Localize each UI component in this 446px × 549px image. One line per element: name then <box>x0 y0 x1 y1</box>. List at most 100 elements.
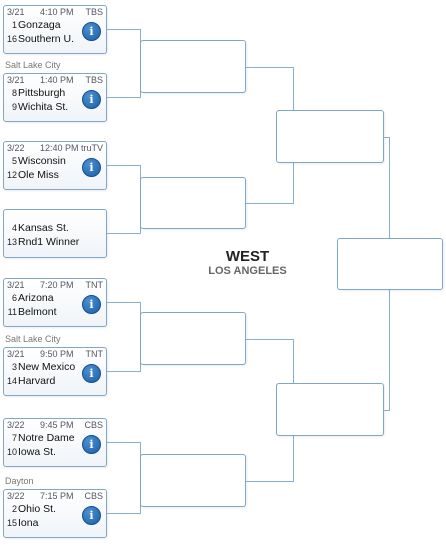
game-time: 12:40 PM <box>40 143 79 153</box>
round2-slot[interactable] <box>140 312 246 365</box>
game-date: 3/22 <box>7 420 25 430</box>
info-icon[interactable]: i <box>82 90 101 109</box>
team-name: Gonzaga <box>18 19 61 31</box>
team-name: Wisconsin <box>18 155 66 167</box>
bracket-line <box>107 371 140 372</box>
game-network: truTV <box>80 143 103 153</box>
team-seed: 5 <box>11 156 17 166</box>
team-top[interactable]: 6Arizona <box>6 291 54 305</box>
region-name: WEST <box>225 248 270 265</box>
game-box[interactable]: 3/21 7:20 PM TNT 6Arizona 11Belmont i <box>3 278 107 327</box>
team-seed: 13 <box>6 237 17 247</box>
round3-slot[interactable] <box>276 110 384 163</box>
team-top[interactable]: 5Wisconsin <box>6 154 66 168</box>
team-bottom[interactable]: 13Rnd1 Winner <box>6 235 79 249</box>
game-date: 3/22 <box>7 491 25 501</box>
venue-label: Salt Lake City <box>5 60 61 70</box>
team-bottom[interactable]: 15Iona <box>6 516 38 530</box>
round2-slot[interactable] <box>140 177 246 229</box>
info-icon[interactable]: i <box>82 158 101 177</box>
team-top[interactable]: 8Pittsburgh <box>6 86 65 100</box>
round2-slot[interactable] <box>140 40 246 93</box>
info-icon[interactable]: i <box>82 435 101 454</box>
bracket-line <box>246 339 293 340</box>
game-date: 3/21 <box>7 7 25 17</box>
bracket-line <box>107 513 140 514</box>
info-icon[interactable]: i <box>82 364 101 383</box>
game-time: 7:15 PM <box>40 491 74 501</box>
game-date: 3/21 <box>7 280 25 290</box>
team-top[interactable]: 2Ohio St. <box>6 502 56 516</box>
region-site: LOS ANGELES <box>208 265 287 277</box>
team-top[interactable]: 1Gonzaga <box>6 18 61 32</box>
team-name: Wichita St. <box>18 101 69 113</box>
team-bottom[interactable]: 11Belmont <box>6 305 57 319</box>
venue-label: Dayton <box>5 476 34 486</box>
game-network: CBS <box>84 420 103 430</box>
game-network: TNT <box>85 349 104 359</box>
team-top[interactable]: 7Notre Dame <box>6 431 75 445</box>
team-name: Arizona <box>18 292 54 304</box>
team-seed: 9 <box>11 102 17 112</box>
game-box[interactable]: 3/21 1:40 PM TBS 8Pittsburgh 9Wichita St… <box>3 73 107 122</box>
team-seed: 2 <box>11 504 17 514</box>
game-time: 1:40 PM <box>40 75 74 85</box>
team-seed: 8 <box>11 88 17 98</box>
venue-label: Salt Lake City <box>5 334 61 344</box>
team-seed: 6 <box>11 293 17 303</box>
game-date: 3/21 <box>7 349 25 359</box>
game-box[interactable]: 3/21 9:50 PM TNT 3New Mexico 14Harvard i <box>3 347 107 396</box>
region-final-slot[interactable] <box>337 238 443 290</box>
team-bottom[interactable]: 9Wichita St. <box>6 100 68 114</box>
team-seed: 3 <box>11 362 17 372</box>
team-name: Rnd1 Winner <box>18 236 80 248</box>
team-name: New Mexico <box>18 361 76 373</box>
team-name: Notre Dame <box>18 432 75 444</box>
info-icon[interactable]: i <box>82 295 101 314</box>
team-top[interactable]: 3New Mexico <box>6 360 75 374</box>
team-name: Iowa St. <box>18 446 56 458</box>
game-time: 7:20 PM <box>40 280 74 290</box>
team-name: Ole Miss <box>18 169 59 181</box>
team-seed: 15 <box>6 518 17 528</box>
game-box[interactable]: 3/21 4:10 PM TBS 1Gonzaga 16Southern U. … <box>3 5 107 54</box>
game-box[interactable]: 4Kansas St. 13Rnd1 Winner <box>3 209 107 258</box>
game-date: 3/22 <box>7 143 25 153</box>
team-bottom[interactable]: 14Harvard <box>6 374 55 388</box>
info-icon[interactable]: i <box>82 506 101 525</box>
team-bottom[interactable]: 12Ole Miss <box>6 168 59 182</box>
game-network: TBS <box>85 7 103 17</box>
round3-slot[interactable] <box>276 383 384 436</box>
team-seed: 14 <box>6 376 17 386</box>
game-date: 3/21 <box>7 75 25 85</box>
game-box[interactable]: 3/22 9:45 PM CBS 7Notre Dame 10Iowa St. … <box>3 418 107 467</box>
bracket-line <box>107 29 140 30</box>
game-time: 4:10 PM <box>40 7 74 17</box>
info-icon[interactable]: i <box>82 22 101 41</box>
game-network: TBS <box>85 75 103 85</box>
bracket-line <box>107 442 140 443</box>
team-name: Iona <box>18 517 39 529</box>
team-top[interactable]: 4Kansas St. <box>6 221 69 235</box>
bracket-line <box>107 233 140 234</box>
bracket-line <box>384 410 389 411</box>
round2-slot[interactable] <box>140 454 246 507</box>
game-time: 9:45 PM <box>40 420 74 430</box>
team-bottom[interactable]: 10Iowa St. <box>6 445 56 459</box>
bracket-line <box>246 67 293 68</box>
team-name: Harvard <box>18 375 56 387</box>
team-seed: 16 <box>6 34 17 44</box>
game-box[interactable]: 3/22 12:40 PM truTV 5Wisconsin 12Ole Mis… <box>3 141 107 190</box>
bracket-line <box>107 165 140 166</box>
game-box[interactable]: 3/22 7:15 PM CBS 2Ohio St. 15Iona i <box>3 489 107 538</box>
bracket-line <box>384 137 389 138</box>
team-name: Belmont <box>18 306 57 318</box>
team-name: Kansas St. <box>18 222 69 234</box>
team-seed: 10 <box>6 447 17 457</box>
team-bottom[interactable]: 16Southern U. <box>6 32 74 46</box>
team-seed: 4 <box>11 223 17 233</box>
bracket-line <box>107 97 140 98</box>
game-network: TNT <box>85 280 104 290</box>
team-seed: 7 <box>11 433 17 443</box>
bracket-line <box>107 302 140 303</box>
